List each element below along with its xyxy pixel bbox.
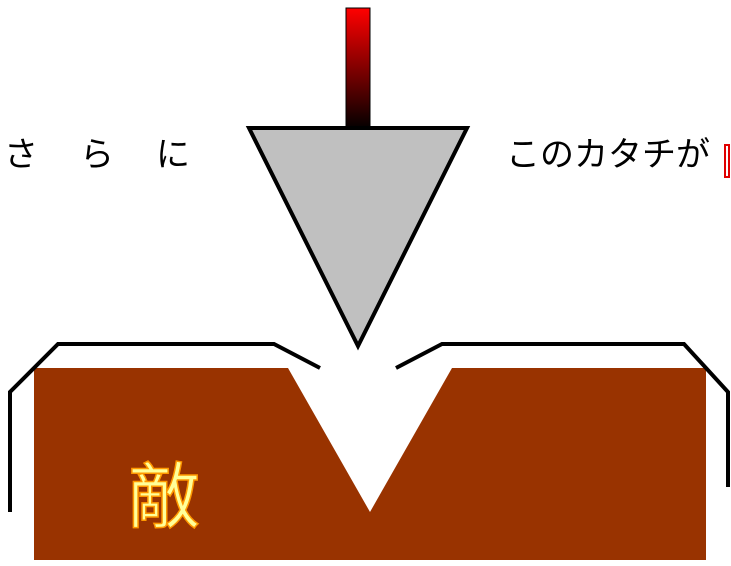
right-caption: このカタチが	[506, 135, 710, 175]
outline-right	[395, 342, 730, 487]
left-caption: さらに	[4, 135, 232, 175]
push-rod	[345, 7, 371, 131]
text-cursor-box	[724, 144, 730, 178]
wedge-shape	[245, 126, 471, 351]
enemy-label: 敵	[128, 455, 200, 539]
outline-left	[8, 342, 321, 512]
enemy-block	[34, 368, 706, 560]
